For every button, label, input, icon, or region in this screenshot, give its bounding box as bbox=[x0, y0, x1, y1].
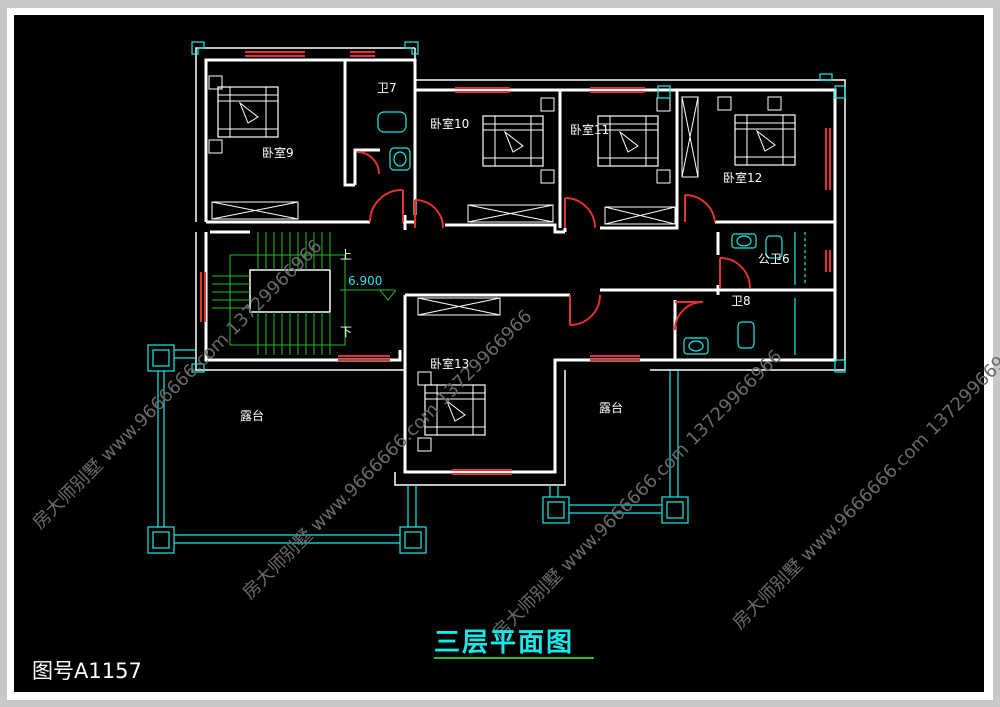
stair bbox=[212, 232, 397, 355]
title-underline bbox=[434, 657, 594, 659]
bathroom-fixtures bbox=[377, 111, 806, 355]
label-terrace-right: 露台 bbox=[599, 400, 623, 415]
svg-text:房大师别墅 www.9666666.com 13729966: 房大师别墅 www.9666666.com 13729966966 bbox=[29, 236, 327, 534]
drawing-title: 三层平面图 bbox=[434, 628, 575, 658]
terraces bbox=[147, 41, 846, 554]
svg-text:房大师别墅 www.9666666.com 13729966: 房大师别墅 www.9666666.com 13729966966 bbox=[729, 336, 1000, 634]
label-toilet8: 卫8 bbox=[731, 294, 751, 308]
cad-canvas bbox=[14, 15, 984, 692]
label-terrace-left: 露台 bbox=[240, 408, 264, 423]
label-bedroom9: 卧室9 bbox=[262, 145, 294, 160]
svg-text:房大师别墅 www.9666666.com 13729966: 房大师别墅 www.9666666.com 13729966966 bbox=[239, 306, 537, 604]
label-bedroom12: 卧室12 bbox=[723, 170, 762, 185]
label-stair-up: 上 bbox=[340, 248, 352, 262]
elevation-mark: 6.900 bbox=[348, 274, 382, 288]
label-stair-down: 下 bbox=[340, 325, 352, 339]
watermark: 房大师别墅 www.9666666.com 13729966966 房大师别墅 … bbox=[29, 236, 1000, 644]
windows bbox=[200, 51, 831, 475]
drawing-number: 图号A1157 bbox=[32, 659, 142, 683]
label-bedroom10: 卧室10 bbox=[430, 116, 469, 131]
label-toilet7: 卫7 bbox=[377, 81, 397, 95]
label-public-toilet6: 公卫6 bbox=[758, 252, 790, 266]
label-bedroom13: 卧室13 bbox=[430, 356, 469, 371]
label-bedroom11: 卧室11 bbox=[570, 122, 609, 137]
svg-text:房大师别墅 www.9666666.com 13729966: 房大师别墅 www.9666666.com 13729966966 bbox=[489, 346, 787, 644]
